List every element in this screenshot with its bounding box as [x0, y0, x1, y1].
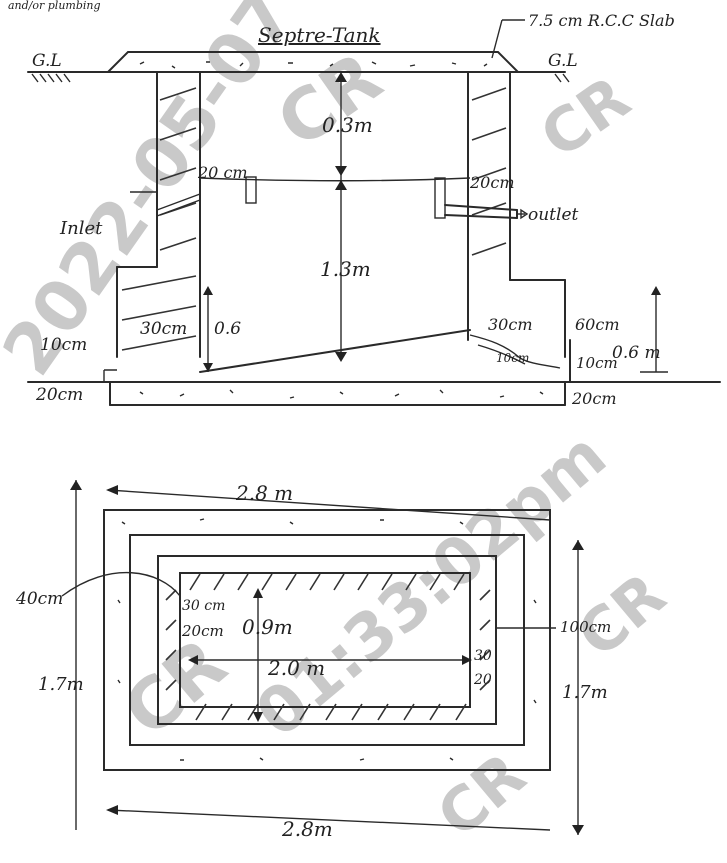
ground-level-right: G.L [548, 51, 578, 71]
dim-top-depth: 0.3m [322, 113, 373, 137]
dim-left-wall-lower: 30cm [140, 319, 187, 339]
plan-left-wall-1: 30 cm [182, 598, 225, 614]
slab-label: 7.5 cm R.C.C Slab [528, 11, 675, 30]
dim-left-small: 10cm [40, 335, 87, 355]
inlet-label: Inlet [59, 218, 103, 239]
dim-right-step-h: 0.6 m [612, 343, 661, 363]
section-view: Septre-Tank 7.5 cm R.C.C Slab G.L G.L [27, 11, 721, 408]
plan-inner-length: 2.0 m [267, 656, 325, 680]
dim-base-right: 20cm [571, 389, 617, 408]
outlet-label: outlet [528, 205, 579, 225]
watermark-cr-2: CR [528, 63, 642, 172]
plan-left-width: 1.7m [38, 674, 84, 695]
dim-left-step-h: 0.6 [214, 319, 241, 339]
dim-right-floor: 10cm [496, 351, 529, 365]
dim-right-wall-lower: 30cm [488, 315, 533, 334]
watermark-cr-4: CR [565, 560, 679, 672]
watermark-cr-3: CR [108, 623, 241, 753]
dim-base-left: 20cm [35, 385, 83, 405]
plan-left-offset: 40cm [15, 589, 63, 609]
plan-view: 2.8 m 2.8m 1.7m 1.7m 40cm 100cm 2.0 m 0.… [15, 480, 611, 841]
ground-level-left: G.L [32, 51, 62, 71]
watermark-cr-5: CR [425, 740, 539, 852]
plan-inner-width: 0.9m [242, 615, 293, 639]
plan-right-width: 1.7m [562, 682, 608, 703]
dim-inlet-wall: 20 cm [197, 163, 248, 182]
dim-outlet-wall: 20cm [469, 173, 515, 192]
dim-right-base-step: 10cm [576, 354, 618, 372]
section-title: Septre-Tank [258, 23, 381, 47]
header-fragment: and/or plumbing [8, 0, 101, 12]
plan-top-length: 2.8 m [235, 481, 293, 505]
dim-liquid-depth: 1.3m [320, 257, 371, 281]
plan-left-wall-2: 20cm [181, 622, 224, 640]
plan-right-wall-2: 20 [473, 672, 492, 688]
dim-right-step: 60cm [575, 315, 620, 334]
plan-right-wall-1: 30 [474, 648, 492, 664]
plan-bottom-length: 2.8m [281, 817, 333, 841]
plan-right-offset: 100cm [560, 618, 611, 636]
